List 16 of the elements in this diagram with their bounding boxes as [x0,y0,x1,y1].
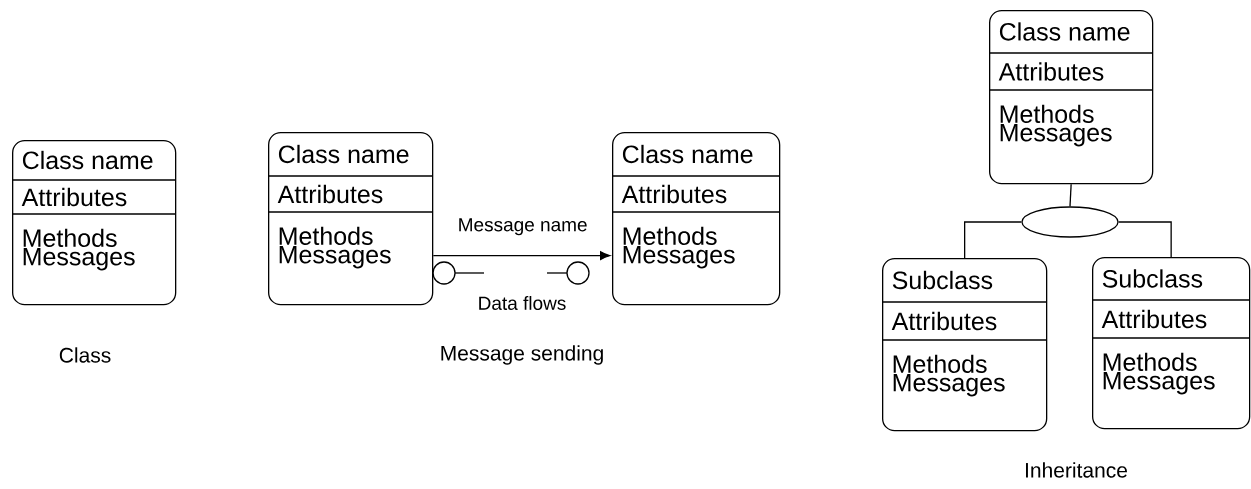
class-box: Subclass Attributes Methods Messages [1091,257,1251,430]
caption: Data flows [479,296,566,310]
connector [964,221,1022,259]
class-box: Class name Attributes Methods Messages [11,140,177,306]
caption: Inheritance [1026,462,1127,478]
connector [1069,183,1072,207]
caption: Message sending [441,345,603,365]
class-box: Subclass Attributes Methods Messages [881,258,1048,432]
class-box: Class name Attributes Methods Messages [267,132,434,306]
caption: Class [59,347,111,363]
class-box: Class name Attributes Methods Messages [988,10,1154,185]
edge-label: Message name [459,218,587,236]
ellipse [1021,206,1119,238]
connector [432,251,611,261]
class-box: Class name Attributes Methods Messages [611,132,781,306]
connector [1118,221,1172,258]
